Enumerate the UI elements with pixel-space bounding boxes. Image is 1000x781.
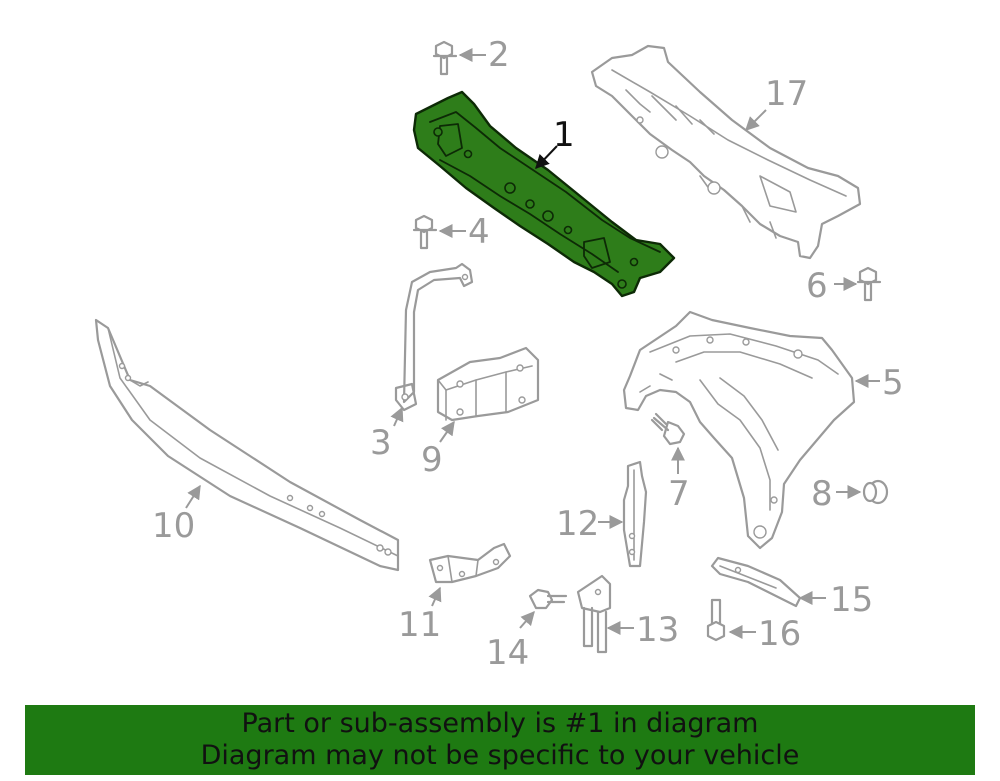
parts-diagram: 17 1 2 4 6: [94, 35, 904, 673]
callout-12[interactable]: 12: [556, 504, 599, 544]
callout-13[interactable]: 13: [636, 610, 679, 650]
callout-3[interactable]: 3: [370, 423, 392, 463]
callout-8[interactable]: 8: [811, 474, 833, 514]
part-5-support-panel[interactable]: [622, 310, 856, 550]
info-banner: Part or sub-assembly is #1 in diagram Di…: [25, 705, 975, 775]
leader-10: [185, 484, 201, 509]
part-1-cross-member[interactable]: [412, 90, 676, 298]
part-8-plug[interactable]: [862, 479, 889, 505]
callout-6[interactable]: 6: [806, 266, 828, 306]
callout-17[interactable]: 17: [765, 74, 808, 114]
callout-9[interactable]: 9: [421, 440, 443, 480]
callout-1[interactable]: 1: [553, 115, 575, 155]
callout-16[interactable]: 16: [758, 614, 801, 654]
leader-1: [535, 145, 558, 170]
part-11-bracket[interactable]: [428, 542, 512, 584]
callout-5[interactable]: 5: [882, 363, 904, 403]
callout-14[interactable]: 14: [486, 633, 529, 673]
part-17-cowl-panel[interactable]: [590, 44, 862, 260]
callout-10[interactable]: 10: [152, 506, 195, 546]
part-4-bolt[interactable]: [412, 214, 438, 250]
callout-7[interactable]: 7: [668, 474, 690, 514]
part-10-bumper-reinforcement[interactable]: [94, 318, 400, 572]
part-3-support-rod[interactable]: [394, 262, 474, 412]
callout-15[interactable]: 15: [830, 580, 873, 620]
part-2-bolt[interactable]: [432, 40, 458, 76]
callout-4[interactable]: 4: [468, 212, 490, 252]
banner-line-2: Diagram may not be specific to your vehi…: [200, 740, 800, 771]
leader-3: [390, 406, 404, 427]
part-7-bolt[interactable]: [650, 412, 686, 446]
part-12-bracket[interactable]: [622, 460, 648, 568]
leader-11: [428, 586, 442, 607]
part-9-bracket[interactable]: [436, 346, 540, 422]
part-14-nut[interactable]: [528, 588, 568, 610]
leader-14: [519, 610, 535, 629]
leader-9: [439, 420, 455, 443]
part-6-bolt[interactable]: [856, 266, 882, 302]
banner-line-1: Part or sub-assembly is #1 in diagram: [241, 708, 759, 739]
callout-11[interactable]: 11: [398, 605, 441, 645]
leader-17: [745, 109, 767, 131]
part-13-stud-bracket[interactable]: [576, 574, 612, 654]
part-15-bracket[interactable]: [710, 556, 802, 608]
part-16-bolt[interactable]: [706, 598, 726, 642]
callout-2[interactable]: 2: [488, 35, 510, 75]
